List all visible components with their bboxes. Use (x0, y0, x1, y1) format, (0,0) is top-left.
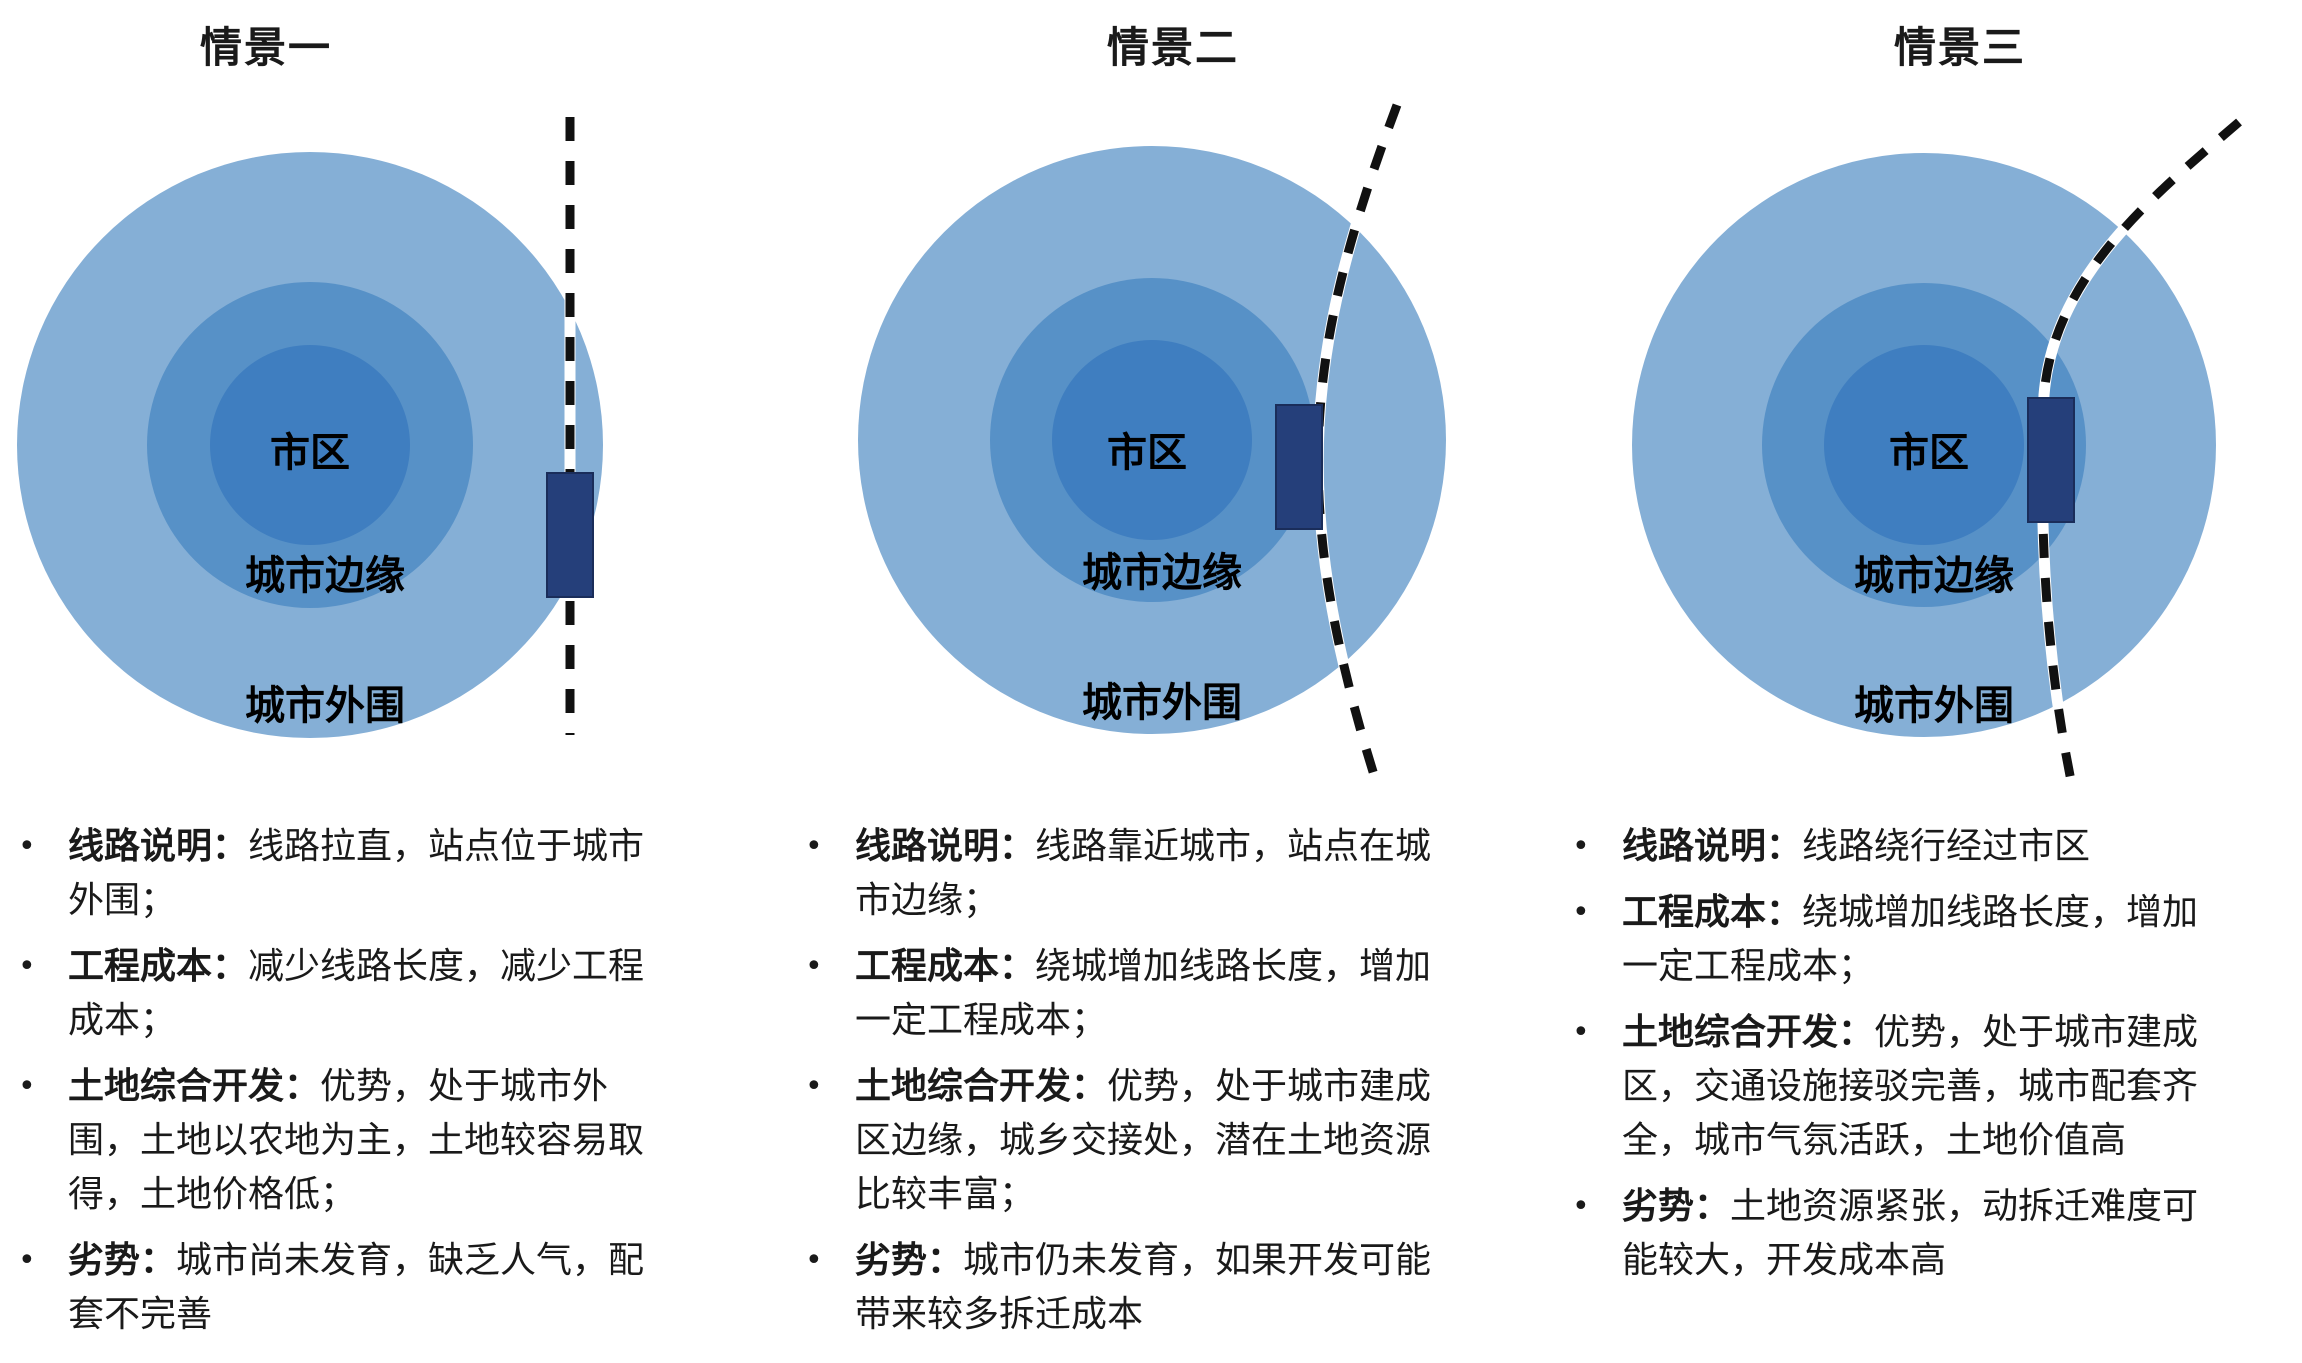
description-list: • 线路说明：线路靠近城市，站点在城市边缘； • 工程成本：绕城增加线路长度，增加一… (805, 820, 1465, 1354)
station (1275, 404, 1323, 530)
bullet-icon: • (805, 1069, 823, 1104)
rail-line (2036, 117, 2243, 797)
diagram-graphic (858, 103, 1446, 777)
item-text: 线路绕行经过市区 (1802, 826, 2091, 867)
item-text: 优势，处于城市建成区边缘，城乡交接处，潜在土地资源比较丰富； (855, 1066, 1432, 1215)
list-item: • 线路说明：线路拉直，站点位于城市外围； (18, 820, 658, 928)
city-rail-diagram: 市区 城市边缘 城市外围 (1534, 95, 2301, 805)
bullet-icon: • (805, 829, 823, 864)
item-term: 工程成本： (68, 946, 249, 987)
list-item: • 劣势：土地资源紧张，动拆迁难度可能较大，开发成本高 (1572, 1180, 2232, 1288)
zone-label-core: 市区 (1107, 430, 1187, 476)
item-text: 优势，处于城市外围，土地以农地为主，土地较容易取得，土地价格低； (68, 1066, 645, 1215)
item-term: 线路说明： (855, 826, 1036, 867)
station (2027, 397, 2075, 523)
item-term: 土地综合开发： (1622, 1012, 1875, 1053)
zone-label-outer: 城市外围 (245, 683, 405, 729)
scenario-title: 情景二 (1107, 23, 1240, 72)
station (546, 472, 594, 598)
list-item: • 工程成本：减少线路长度，减少工程成本； (18, 940, 658, 1048)
item-text: 城市仍未发育，如果开发可能带来较多拆迁成本 (855, 1240, 1432, 1335)
item-text: 绕城增加线路长度，增加一定工程成本； (855, 946, 1432, 1041)
scenario-title: 情景三 (1894, 23, 2027, 72)
list-item: • 线路说明：线路靠近城市，站点在城市边缘； (805, 820, 1465, 928)
list-item: • 线路说明：线路绕行经过市区 (1572, 820, 2232, 874)
description-list: •线路说明：线路绕行经过市区 •工程成本：绕城增加线路长度，增加一定工程成本； … (1572, 820, 2232, 1300)
list-item: • 工程成本：绕城增加线路长度，增加一定工程成本； (805, 940, 1465, 1048)
bullet-icon: • (18, 949, 36, 984)
item-text: 城市尚未发育，缺乏人气，配套不完善 (68, 1240, 645, 1335)
bullet-icon: • (1572, 829, 1590, 864)
bullet-icon: • (18, 829, 36, 864)
zone-label-edge: 城市边缘 (1082, 550, 1242, 596)
list-item: • 土地综合开发：优势，处于城市建成区边缘，城乡交接处，潜在土地资源比较丰富； (805, 1060, 1465, 1222)
list-item: • 劣势：城市仍未发育，如果开发可能带来较多拆迁成本 (805, 1234, 1465, 1342)
list-item: • 工程成本：绕城增加线路长度，增加一定工程成本； (1572, 886, 2232, 994)
item-term: 工程成本： (1622, 892, 1803, 933)
bullet-icon: • (805, 1243, 823, 1278)
scenario-3: 情景三 市区 城市边缘 城市外围 • 线路说明：线路绕行经过市区 • 工程成本：绕城… (1534, 0, 2301, 1363)
city-rail-diagram: 市区 城市边缘 城市外围 (767, 95, 1534, 805)
bullet-icon: • (18, 1069, 36, 1104)
item-term: 线路说明： (1622, 826, 1803, 867)
zone-label-core: 市区 (1889, 430, 1969, 476)
scenario-2: 情景二 市区 城市边缘 城市外围 • 线路说明：线路靠近城市，站点在城市边缘； •… (767, 0, 1534, 1363)
bullet-icon: • (1572, 895, 1590, 930)
zone-label-outer: 城市外围 (1854, 683, 2014, 729)
list-item: • 土地综合开发：优势，处于城市建成区，交通设施接驳完善，城市配套齐全，城市气氛活… (1572, 1006, 2232, 1168)
city-rail-diagram: 市区 城市边缘 城市外围 (0, 95, 767, 805)
zone-label-edge: 城市边缘 (245, 553, 405, 599)
diagram-graphic (1632, 117, 2243, 797)
item-term: 线路说明： (68, 826, 249, 867)
bullet-icon: • (18, 1243, 36, 1278)
zone-label-edge: 城市边缘 (1854, 553, 2014, 599)
item-text: 线路靠近城市，站点在城市边缘； (855, 826, 1432, 921)
zone-label-outer: 城市外围 (1082, 680, 1242, 726)
scenario-title: 情景一 (200, 23, 333, 72)
bullet-icon: • (1572, 1189, 1590, 1224)
item-text: 线路拉直，站点位于城市外围； (68, 826, 645, 921)
description-list: • 线路说明：线路拉直，站点位于城市外围； • 工程成本：减少线路长度，减少工程成本… (18, 820, 658, 1354)
list-item: • 劣势：城市尚未发育，缺乏人气，配套不完善 (18, 1234, 658, 1342)
core-circle (1824, 345, 2024, 545)
item-term: 土地综合开发： (855, 1066, 1108, 1107)
core-circle (210, 345, 410, 545)
item-text: 优势，处于城市建成区，交通设施接驳完善，城市配套齐全，城市气氛活跃，土地价值高 (1622, 1012, 2199, 1161)
item-term: 劣势： (68, 1240, 177, 1281)
item-term: 劣势： (1622, 1186, 1731, 1227)
item-text: 绕城增加线路长度，增加一定工程成本； (1622, 892, 2199, 987)
zone-label-core: 市区 (270, 430, 350, 476)
item-term: 土地综合开发： (68, 1066, 321, 1107)
bullet-icon: • (1572, 1015, 1590, 1050)
item-text: 土地资源紧张，动拆迁难度可能较大，开发成本高 (1622, 1186, 2199, 1281)
item-term: 工程成本： (855, 946, 1036, 987)
core-circle (1052, 340, 1252, 540)
item-term: 劣势： (855, 1240, 964, 1281)
list-item: • 土地综合开发：优势，处于城市外围，土地以农地为主，土地较容易取得，土地价格低； (18, 1060, 658, 1222)
diagram-graphic (17, 117, 603, 738)
scenario-1: 情景一 市区 城市边缘 城市外围 • 线路说明：线路拉直，站点位于城市外围； • 工… (0, 0, 767, 1363)
bullet-icon: • (805, 949, 823, 984)
item-text: 减少线路长度，减少工程成本； (68, 946, 645, 1041)
